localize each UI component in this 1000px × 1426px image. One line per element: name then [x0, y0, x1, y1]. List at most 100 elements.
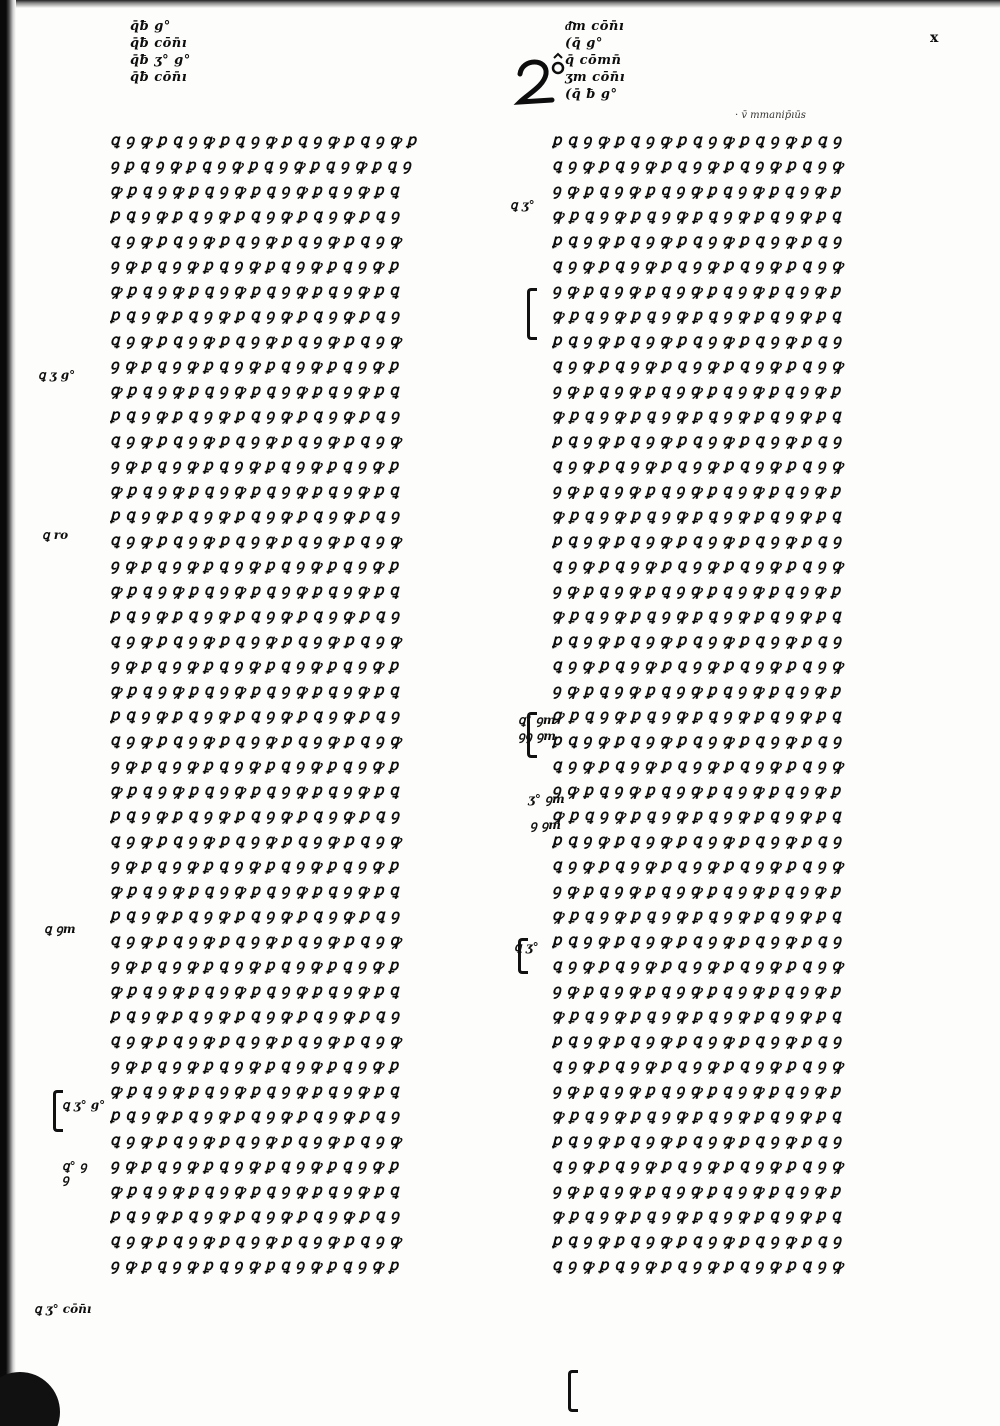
text-line: ꝗ ꝯ ꝙ ꝑ ꝗ ꝯ ꝙ ꝑ ꝗ ꝯ ꝙ ꝑ ꝗ ꝯ ꝙ ꝑ ꝗ ꝯ ꝙ: [552, 456, 844, 474]
text-line: ꝙ ꝑ ꝗ ꝯ ꝙ ꝑ ꝗ ꝯ ꝙ ꝑ ꝗ ꝯ ꝙ ꝑ ꝗ ꝯ ꝙ ꝑ ꝗ: [552, 1106, 841, 1124]
margin-note-left-lower3: ꝗ° ꝯ ꝯ: [62, 1159, 87, 1186]
text-line: ꝯ ꝙ ꝑ ꝗ ꝯ ꝙ ꝑ ꝗ ꝯ ꝙ ꝑ ꝗ ꝯ ꝙ ꝑ ꝗ ꝯ ꝙ ꝑ: [110, 256, 399, 274]
text-line: ꝯ ꝙ ꝑ ꝗ ꝯ ꝙ ꝑ ꝗ ꝯ ꝙ ꝑ ꝗ ꝯ ꝙ ꝑ ꝗ ꝯ ꝙ ꝑ: [110, 956, 399, 974]
text-line: ꝯ ꝙ ꝑ ꝗ ꝯ ꝙ ꝑ ꝗ ꝯ ꝙ ꝑ ꝗ ꝯ ꝙ ꝑ ꝗ ꝯ ꝙ ꝑ: [552, 781, 841, 799]
page-left-edge-shadow: [0, 0, 16, 1426]
text-line: ꝙ ꝑ ꝗ ꝯ ꝙ ꝑ ꝗ ꝯ ꝙ ꝑ ꝗ ꝯ ꝙ ꝑ ꝗ ꝯ ꝙ ꝑ ꝗ: [552, 906, 841, 924]
text-line: ꝙ ꝑ ꝗ ꝯ ꝙ ꝑ ꝗ ꝯ ꝙ ꝑ ꝗ ꝯ ꝙ ꝑ ꝗ ꝯ ꝙ ꝑ ꝗ: [110, 181, 399, 199]
text-line: ꝑ ꝗ ꝯ ꝙ ꝑ ꝗ ꝯ ꝙ ꝑ ꝗ ꝯ ꝙ ꝑ ꝗ ꝯ ꝙ ꝑ ꝗ ꝯ: [552, 231, 842, 249]
text-line: ꝙ ꝑ ꝗ ꝯ ꝙ ꝑ ꝗ ꝯ ꝙ ꝑ ꝗ ꝯ ꝙ ꝑ ꝗ ꝯ ꝙ ꝑ ꝗ: [110, 1081, 399, 1099]
text-line: ꝯ ꝙ ꝑ ꝗ ꝯ ꝙ ꝑ ꝗ ꝯ ꝙ ꝑ ꝗ ꝯ ꝙ ꝑ ꝗ ꝯ ꝙ ꝑ: [552, 681, 841, 699]
text-line: ꝯ ꝙ ꝑ ꝗ ꝯ ꝙ ꝑ ꝗ ꝯ ꝙ ꝑ ꝗ ꝯ ꝙ ꝑ ꝗ ꝯ ꝙ ꝑ: [110, 756, 399, 774]
text-line: ꝗ ꝯ ꝙ ꝑ ꝗ ꝯ ꝙ ꝑ ꝗ ꝯ ꝙ ꝑ ꝗ ꝯ ꝙ ꝑ ꝗ ꝯ ꝙ: [552, 556, 844, 574]
text-line: ꝙ ꝑ ꝗ ꝯ ꝙ ꝑ ꝗ ꝯ ꝙ ꝑ ꝗ ꝯ ꝙ ꝑ ꝗ ꝯ ꝙ ꝑ ꝗ: [110, 281, 399, 299]
text-line: ꝗ ꝯ ꝙ ꝑ ꝗ ꝯ ꝙ ꝑ ꝗ ꝯ ꝙ ꝑ ꝗ ꝯ ꝙ ꝑ ꝗ ꝯ ꝙ: [552, 1256, 844, 1274]
text-line: ꝯ ꝙ ꝑ ꝗ ꝯ ꝙ ꝑ ꝗ ꝯ ꝙ ꝑ ꝗ ꝯ ꝙ ꝑ ꝗ ꝯ ꝙ ꝑ: [110, 1056, 399, 1074]
bottom-left-ink-blot: [0, 1372, 60, 1426]
margin-note-center-upper: ꝗ ʒ°: [510, 198, 535, 212]
text-line: ꝙ ꝑ ꝗ ꝯ ꝙ ꝑ ꝗ ꝯ ꝙ ꝑ ꝗ ꝯ ꝙ ꝑ ꝗ ꝯ ꝙ ꝑ ꝗ: [552, 706, 841, 724]
corner-mark: x: [930, 30, 939, 46]
text-line: ꝯ ꝙ ꝑ ꝗ ꝯ ꝙ ꝑ ꝗ ꝯ ꝙ ꝑ ꝗ ꝯ ꝙ ꝑ ꝗ ꝯ ꝙ ꝑ: [552, 1181, 841, 1199]
margin-note-center-bottom: ꝗ ʒ°: [514, 940, 539, 954]
margin-note-left-lower: ꝗ ꝯm: [44, 922, 76, 936]
text-line: ꝑ ꝗ ꝯ ꝙ ꝑ ꝗ ꝯ ꝙ ꝑ ꝗ ꝯ ꝙ ꝑ ꝗ ꝯ ꝙ ꝑ ꝗ ꝯ: [552, 531, 842, 549]
text-line: ꝯ ꝙ ꝑ ꝗ ꝯ ꝙ ꝑ ꝗ ꝯ ꝙ ꝑ ꝗ ꝯ ꝙ ꝑ ꝗ ꝯ ꝙ ꝑ: [552, 381, 841, 399]
text-line: ꝯ ꝙ ꝑ ꝗ ꝯ ꝙ ꝑ ꝗ ꝯ ꝙ ꝑ ꝗ ꝯ ꝙ ꝑ ꝗ ꝯ ꝙ ꝑ: [110, 656, 399, 674]
text-line: ꝗ ꝯ ꝙ ꝑ ꝗ ꝯ ꝙ ꝑ ꝗ ꝯ ꝙ ꝑ ꝗ ꝯ ꝙ ꝑ ꝗ ꝯ ꝙ: [552, 756, 844, 774]
text-line: ꝗ ꝯ ꝙ ꝑ ꝗ ꝯ ꝙ ꝑ ꝗ ꝯ ꝙ ꝑ ꝗ ꝯ ꝙ ꝑ ꝗ ꝯ ꝙ: [110, 831, 402, 849]
text-line: ꝯ ꝙ ꝑ ꝗ ꝯ ꝙ ꝑ ꝗ ꝯ ꝙ ꝑ ꝗ ꝯ ꝙ ꝑ ꝗ ꝯ ꝙ ꝑ: [110, 1156, 399, 1174]
margin-bracket: [527, 712, 537, 758]
text-line: ꝙ ꝑ ꝗ ꝯ ꝙ ꝑ ꝗ ꝯ ꝙ ꝑ ꝗ ꝯ ꝙ ꝑ ꝗ ꝯ ꝙ ꝑ ꝗ: [552, 406, 841, 424]
text-line: ꝑ ꝗ ꝯ ꝙ ꝑ ꝗ ꝯ ꝙ ꝑ ꝗ ꝯ ꝙ ꝑ ꝗ ꝯ ꝙ ꝑ ꝗ ꝯ: [552, 1131, 842, 1149]
top-notes-left: q̄ƀ g° q̄ƀ cōn̄ı q̄ƀ ʒ° g° q̄ƀ cōn̄ı: [130, 19, 191, 85]
page-top-edge-shadow: [0, 0, 1000, 8]
text-line: ꝯ ꝙ ꝑ ꝗ ꝯ ꝙ ꝑ ꝗ ꝯ ꝙ ꝑ ꝗ ꝯ ꝙ ꝑ ꝗ ꝯ ꝙ ꝑ: [110, 556, 399, 574]
left-text-column: ꝗ ꝯ ꝙ ꝑ ꝗ ꝯ ꝙ ꝑ ꝗ ꝯ ꝙ ꝑ ꝗ ꝯ ꝙ ꝑ ꝗ ꝯ ꝙ ꝑ ꝯ…: [110, 128, 542, 1278]
text-line: ꝙ ꝑ ꝗ ꝯ ꝙ ꝑ ꝗ ꝯ ꝙ ꝑ ꝗ ꝯ ꝙ ꝑ ꝗ ꝯ ꝙ ꝑ ꝗ: [110, 481, 399, 499]
text-line: ꝑ ꝗ ꝯ ꝙ ꝑ ꝗ ꝯ ꝙ ꝑ ꝗ ꝯ ꝙ ꝑ ꝗ ꝯ ꝙ ꝑ ꝗ ꝯ: [552, 1031, 842, 1049]
text-line: ꝗ ꝯ ꝙ ꝑ ꝗ ꝯ ꝙ ꝑ ꝗ ꝯ ꝙ ꝑ ꝗ ꝯ ꝙ ꝑ ꝗ ꝯ ꝙ ꝑ: [110, 131, 417, 149]
text-line: ꝙ ꝑ ꝗ ꝯ ꝙ ꝑ ꝗ ꝯ ꝙ ꝑ ꝗ ꝯ ꝙ ꝑ ꝗ ꝯ ꝙ ꝑ ꝗ: [110, 1181, 399, 1199]
text-line: ꝗ ꝯ ꝙ ꝑ ꝗ ꝯ ꝙ ꝑ ꝗ ꝯ ꝙ ꝑ ꝗ ꝯ ꝙ ꝑ ꝗ ꝯ ꝙ: [110, 231, 402, 249]
text-line: ꝗ ꝯ ꝙ ꝑ ꝗ ꝯ ꝙ ꝑ ꝗ ꝯ ꝙ ꝑ ꝗ ꝯ ꝙ ꝑ ꝗ ꝯ ꝙ: [552, 856, 844, 874]
text-line: ꝑ ꝗ ꝯ ꝙ ꝑ ꝗ ꝯ ꝙ ꝑ ꝗ ꝯ ꝙ ꝑ ꝗ ꝯ ꝙ ꝑ ꝗ ꝯ: [110, 506, 400, 524]
text-line: ꝙ ꝑ ꝗ ꝯ ꝙ ꝑ ꝗ ꝯ ꝙ ꝑ ꝗ ꝯ ꝙ ꝑ ꝗ ꝯ ꝙ ꝑ ꝗ: [552, 806, 841, 824]
text-line: ꝯ ꝙ ꝑ ꝗ ꝯ ꝙ ꝑ ꝗ ꝯ ꝙ ꝑ ꝗ ꝯ ꝙ ꝑ ꝗ ꝯ ꝙ ꝑ: [110, 356, 399, 374]
text-line: ꝑ ꝗ ꝯ ꝙ ꝑ ꝗ ꝯ ꝙ ꝑ ꝗ ꝯ ꝙ ꝑ ꝗ ꝯ ꝙ ꝑ ꝗ ꝯ: [110, 406, 400, 424]
text-line: ꝗ ꝯ ꝙ ꝑ ꝗ ꝯ ꝙ ꝑ ꝗ ꝯ ꝙ ꝑ ꝗ ꝯ ꝙ ꝑ ꝗ ꝯ ꝙ: [110, 331, 402, 349]
text-line: ꝗ ꝯ ꝙ ꝑ ꝗ ꝯ ꝙ ꝑ ꝗ ꝯ ꝙ ꝑ ꝗ ꝯ ꝙ ꝑ ꝗ ꝯ ꝙ: [110, 1231, 402, 1249]
margin-bracket: [527, 288, 537, 340]
text-line: ꝯ ꝙ ꝑ ꝗ ꝯ ꝙ ꝑ ꝗ ꝯ ꝙ ꝑ ꝗ ꝯ ꝙ ꝑ ꝗ ꝯ ꝙ ꝑ: [552, 981, 841, 999]
margin-bracket: [518, 938, 528, 974]
text-line: ꝙ ꝑ ꝗ ꝯ ꝙ ꝑ ꝗ ꝯ ꝙ ꝑ ꝗ ꝯ ꝙ ꝑ ꝗ ꝯ ꝙ ꝑ ꝗ: [110, 581, 399, 599]
text-line: ꝯ ꝙ ꝑ ꝗ ꝯ ꝙ ꝑ ꝗ ꝯ ꝙ ꝑ ꝗ ꝯ ꝙ ꝑ ꝗ ꝯ ꝙ ꝑ: [110, 1256, 399, 1274]
text-line: ꝑ ꝗ ꝯ ꝙ ꝑ ꝗ ꝯ ꝙ ꝑ ꝗ ꝯ ꝙ ꝑ ꝗ ꝯ ꝙ ꝑ ꝗ ꝯ: [552, 331, 842, 349]
right-text-column: ꝑ ꝗ ꝯ ꝙ ꝑ ꝗ ꝯ ꝙ ꝑ ꝗ ꝯ ꝙ ꝑ ꝗ ꝯ ꝙ ꝑ ꝗ ꝯ ꝗ ꝯ…: [552, 128, 992, 1278]
text-line: ꝑ ꝗ ꝯ ꝙ ꝑ ꝗ ꝯ ꝙ ꝑ ꝗ ꝯ ꝙ ꝑ ꝗ ꝯ ꝙ ꝑ ꝗ ꝯ: [110, 206, 400, 224]
text-line: ꝯ ꝙ ꝑ ꝗ ꝯ ꝙ ꝑ ꝗ ꝯ ꝙ ꝑ ꝗ ꝯ ꝙ ꝑ ꝗ ꝯ ꝙ ꝑ: [552, 281, 841, 299]
text-line: ꝗ ꝯ ꝙ ꝑ ꝗ ꝯ ꝙ ꝑ ꝗ ꝯ ꝙ ꝑ ꝗ ꝯ ꝙ ꝑ ꝗ ꝯ ꝙ: [552, 1056, 844, 1074]
text-line: ꝑ ꝗ ꝯ ꝙ ꝑ ꝗ ꝯ ꝙ ꝑ ꝗ ꝯ ꝙ ꝑ ꝗ ꝯ ꝙ ꝑ ꝗ ꝯ: [110, 306, 400, 324]
text-line: ꝗ ꝯ ꝙ ꝑ ꝗ ꝯ ꝙ ꝑ ꝗ ꝯ ꝙ ꝑ ꝗ ꝯ ꝙ ꝑ ꝗ ꝯ ꝙ: [110, 531, 402, 549]
text-line: ꝑ ꝗ ꝯ ꝙ ꝑ ꝗ ꝯ ꝙ ꝑ ꝗ ꝯ ꝙ ꝑ ꝗ ꝯ ꝙ ꝑ ꝗ ꝯ: [552, 431, 842, 449]
text-line: ꝙ ꝑ ꝗ ꝯ ꝙ ꝑ ꝗ ꝯ ꝙ ꝑ ꝗ ꝯ ꝙ ꝑ ꝗ ꝯ ꝙ ꝑ ꝗ: [552, 606, 841, 624]
text-line: ꝑ ꝗ ꝯ ꝙ ꝑ ꝗ ꝯ ꝙ ꝑ ꝗ ꝯ ꝙ ꝑ ꝗ ꝯ ꝙ ꝑ ꝗ ꝯ: [552, 1231, 842, 1249]
top-notes-right: ᵭ̄m cōn̄ı (q̄ g° q̄ cōmn̄ ʒm cōn̄ı (q̄ ƀ…: [565, 19, 626, 102]
text-line: ꝯ ꝙ ꝑ ꝗ ꝯ ꝙ ꝑ ꝗ ꝯ ꝙ ꝑ ꝗ ꝯ ꝙ ꝑ ꝗ ꝯ ꝙ ꝑ: [552, 1081, 841, 1099]
text-line: ꝗ ꝯ ꝙ ꝑ ꝗ ꝯ ꝙ ꝑ ꝗ ꝯ ꝙ ꝑ ꝗ ꝯ ꝙ ꝑ ꝗ ꝯ ꝙ: [552, 156, 844, 174]
margin-note-center-lower2: ʒ° ꝯm: [528, 792, 565, 806]
text-line: ꝙ ꝑ ꝗ ꝯ ꝙ ꝑ ꝗ ꝯ ꝙ ꝑ ꝗ ꝯ ꝙ ꝑ ꝗ ꝯ ꝙ ꝑ ꝗ: [110, 981, 399, 999]
text-line: ꝗ ꝯ ꝙ ꝑ ꝗ ꝯ ꝙ ꝑ ꝗ ꝯ ꝙ ꝑ ꝗ ꝯ ꝙ ꝑ ꝗ ꝯ ꝙ: [552, 356, 844, 374]
text-line: ꝗ ꝯ ꝙ ꝑ ꝗ ꝯ ꝙ ꝑ ꝗ ꝯ ꝙ ꝑ ꝗ ꝯ ꝙ ꝑ ꝗ ꝯ ꝙ: [110, 1131, 402, 1149]
text-line: ꝑ ꝗ ꝯ ꝙ ꝑ ꝗ ꝯ ꝙ ꝑ ꝗ ꝯ ꝙ ꝑ ꝗ ꝯ ꝙ ꝑ ꝗ ꝯ: [110, 806, 400, 824]
text-line: ꝯ ꝙ ꝑ ꝗ ꝯ ꝙ ꝑ ꝗ ꝯ ꝙ ꝑ ꝗ ꝯ ꝙ ꝑ ꝗ ꝯ ꝙ ꝑ: [110, 856, 399, 874]
text-line: ꝗ ꝯ ꝙ ꝑ ꝗ ꝯ ꝙ ꝑ ꝗ ꝯ ꝙ ꝑ ꝗ ꝯ ꝙ ꝑ ꝗ ꝯ ꝙ: [110, 931, 402, 949]
text-line: ꝯ ꝙ ꝑ ꝗ ꝯ ꝙ ꝑ ꝗ ꝯ ꝙ ꝑ ꝗ ꝯ ꝙ ꝑ ꝗ ꝯ ꝙ ꝑ: [552, 581, 841, 599]
text-line: ꝑ ꝗ ꝯ ꝙ ꝑ ꝗ ꝯ ꝙ ꝑ ꝗ ꝯ ꝙ ꝑ ꝗ ꝯ ꝙ ꝑ ꝗ ꝯ: [552, 831, 842, 849]
folio-number-2-glyph: [513, 52, 565, 105]
text-line: ꝑ ꝗ ꝯ ꝙ ꝑ ꝗ ꝯ ꝙ ꝑ ꝗ ꝯ ꝙ ꝑ ꝗ ꝯ ꝙ ꝑ ꝗ ꝯ: [110, 1006, 400, 1024]
text-line: ꝗ ꝯ ꝙ ꝑ ꝗ ꝯ ꝙ ꝑ ꝗ ꝯ ꝙ ꝑ ꝗ ꝯ ꝙ ꝑ ꝗ ꝯ ꝙ: [552, 1156, 844, 1174]
text-line: ꝯ ꝙ ꝑ ꝗ ꝯ ꝙ ꝑ ꝗ ꝯ ꝙ ꝑ ꝗ ꝯ ꝙ ꝑ ꝗ ꝯ ꝙ ꝑ: [552, 181, 841, 199]
text-line: ꝙ ꝑ ꝗ ꝯ ꝙ ꝑ ꝗ ꝯ ꝙ ꝑ ꝗ ꝯ ꝙ ꝑ ꝗ ꝯ ꝙ ꝑ ꝗ: [552, 206, 841, 224]
text-line: ꝗ ꝯ ꝙ ꝑ ꝗ ꝯ ꝙ ꝑ ꝗ ꝯ ꝙ ꝑ ꝗ ꝯ ꝙ ꝑ ꝗ ꝯ ꝙ: [552, 256, 844, 274]
faint-note: · v̄ mmanip̄ıūs: [735, 110, 806, 121]
margin-note-center-lower3: ꝯ ꝯm: [530, 818, 561, 832]
margin-note-left-bottom: ꝗ ʒ° cōn̄ı: [34, 1302, 92, 1316]
margin-note-left-upper: ꝗ ʒ g°: [38, 368, 76, 382]
text-line: ꝑ ꝗ ꝯ ꝙ ꝑ ꝗ ꝯ ꝙ ꝑ ꝗ ꝯ ꝙ ꝑ ꝗ ꝯ ꝙ ꝑ ꝗ ꝯ: [110, 1206, 400, 1224]
text-line: ꝙ ꝑ ꝗ ꝯ ꝙ ꝑ ꝗ ꝯ ꝙ ꝑ ꝗ ꝯ ꝙ ꝑ ꝗ ꝯ ꝙ ꝑ ꝗ: [110, 681, 399, 699]
text-line: ꝯ ꝙ ꝑ ꝗ ꝯ ꝙ ꝑ ꝗ ꝯ ꝙ ꝑ ꝗ ꝯ ꝙ ꝑ ꝗ ꝯ ꝙ ꝑ: [552, 481, 841, 499]
text-line: ꝑ ꝗ ꝯ ꝙ ꝑ ꝗ ꝯ ꝙ ꝑ ꝗ ꝯ ꝙ ꝑ ꝗ ꝯ ꝙ ꝑ ꝗ ꝯ: [110, 606, 400, 624]
text-line: ꝙ ꝑ ꝗ ꝯ ꝙ ꝑ ꝗ ꝯ ꝙ ꝑ ꝗ ꝯ ꝙ ꝑ ꝗ ꝯ ꝙ ꝑ ꝗ: [552, 506, 841, 524]
text-line: ꝑ ꝗ ꝯ ꝙ ꝑ ꝗ ꝯ ꝙ ꝑ ꝗ ꝯ ꝙ ꝑ ꝗ ꝯ ꝙ ꝑ ꝗ ꝯ: [552, 131, 842, 149]
text-line: ꝯ ꝑ ꝗ ꝯ ꝙ ꝑ ꝗ ꝯ ꝙ ꝑ ꝗ ꝯ ꝙ ꝑ ꝗ ꝯ ꝙ ꝑ ꝗ ꝯ: [110, 156, 412, 174]
text-line: ꝑ ꝗ ꝯ ꝙ ꝑ ꝗ ꝯ ꝙ ꝑ ꝗ ꝯ ꝙ ꝑ ꝗ ꝯ ꝙ ꝑ ꝗ ꝯ: [110, 706, 400, 724]
text-line: ꝗ ꝯ ꝙ ꝑ ꝗ ꝯ ꝙ ꝑ ꝗ ꝯ ꝙ ꝑ ꝗ ꝯ ꝙ ꝑ ꝗ ꝯ ꝙ: [110, 731, 402, 749]
margin-note-left-lower2: ꝗ ʒ° g°: [62, 1098, 106, 1112]
text-line: ꝗ ꝯ ꝙ ꝑ ꝗ ꝯ ꝙ ꝑ ꝗ ꝯ ꝙ ꝑ ꝗ ꝯ ꝙ ꝑ ꝗ ꝯ ꝙ: [552, 656, 844, 674]
text-line: ꝙ ꝑ ꝗ ꝯ ꝙ ꝑ ꝗ ꝯ ꝙ ꝑ ꝗ ꝯ ꝙ ꝑ ꝗ ꝯ ꝙ ꝑ ꝗ: [110, 881, 399, 899]
margin-note-center-lower: ꝗ° ꝯm ꝯꝯ ꝯm: [518, 713, 557, 743]
